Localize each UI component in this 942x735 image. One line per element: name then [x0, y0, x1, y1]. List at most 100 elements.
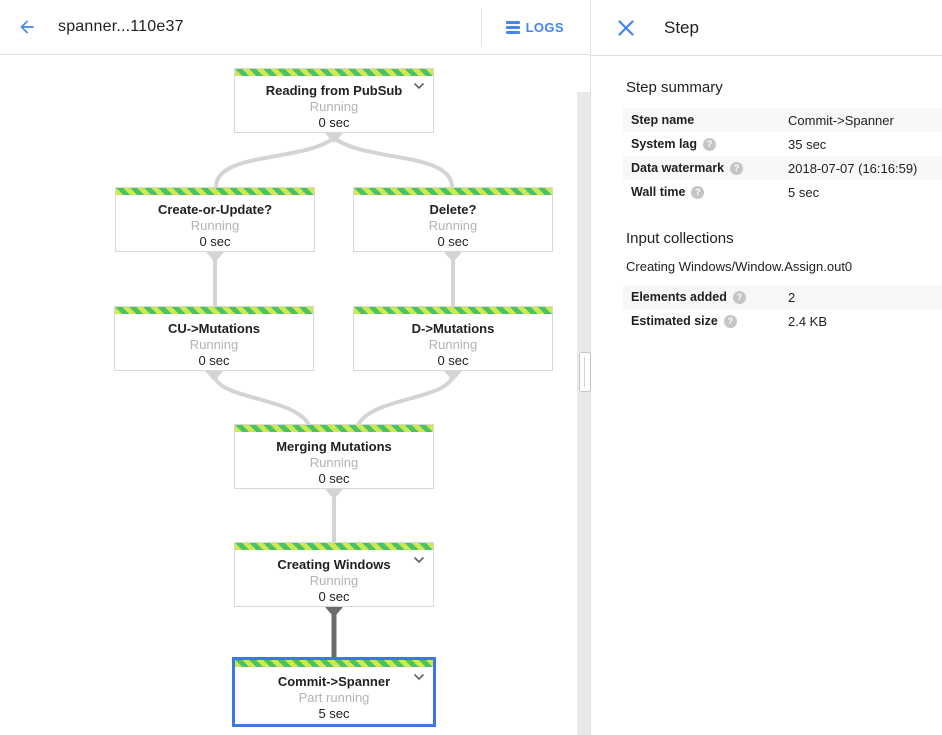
edge-cu-to-merging [212, 371, 311, 427]
chevron-down-icon[interactable] [413, 673, 425, 681]
node-time: 0 sec [318, 471, 350, 486]
topbar: spanner...110e37 LOGS [0, 0, 590, 55]
job-graph: Reading from PubSub Running 0 sec Create… [0, 56, 590, 735]
row-label-text: System lag [631, 137, 698, 151]
help-icon[interactable] [732, 290, 746, 304]
step-details-panel: Step Step summary Step name Commit->Span… [590, 0, 942, 735]
row-label-text: Estimated size [631, 314, 718, 328]
node-time: 0 sec [437, 234, 469, 249]
table-row: Step name Commit->Spanner [623, 108, 942, 132]
row-label-text: Elements added [631, 290, 727, 304]
node-status: Running [428, 218, 478, 233]
table-row: Data watermark 2018-07-07 (16:16:59) [623, 156, 942, 180]
chevron-down-icon[interactable] [413, 556, 425, 564]
arrowhead [444, 369, 462, 381]
node-title: Create-or-Update? [157, 202, 273, 217]
row-value: 2 [788, 289, 796, 305]
row-value: 2018-07-07 (16:16:59) [788, 160, 918, 176]
graph-node-d-mutations[interactable]: D->Mutations Running 0 sec [353, 306, 553, 371]
row-label-text: Wall time [631, 185, 686, 199]
graph-node-commit-spanner[interactable]: Commit->Spanner Part running 5 sec [232, 657, 436, 727]
chevron-down-icon[interactable] [413, 82, 425, 90]
node-time: 5 sec [318, 706, 350, 721]
row-value: 2.4 KB [788, 313, 828, 329]
logs-section: LOGS [480, 7, 590, 47]
logs-label: LOGS [525, 19, 564, 35]
logs-list-icon [505, 20, 520, 34]
graph-scrollbar[interactable] [577, 92, 590, 735]
node-title: Merging Mutations [276, 439, 392, 454]
row-value: 5 sec [788, 184, 820, 200]
collection-name: Creating Windows/Window.Assign.out0 [626, 259, 853, 274]
arrowhead [325, 131, 343, 143]
help-icon[interactable] [691, 185, 705, 199]
node-title: CU->Mutations [167, 321, 261, 336]
graph-edges [205, 131, 462, 662]
row-value: Commit->Spanner [788, 112, 894, 128]
node-status: Part running [298, 690, 370, 705]
help-icon[interactable] [703, 137, 717, 151]
back-button[interactable] [14, 14, 40, 40]
panel-title: Step [664, 17, 699, 37]
progress-stripe [235, 69, 433, 76]
step-summary-heading: Step summary [626, 79, 723, 96]
graph-node-merging-mutations[interactable]: Merging Mutations Running 0 sec [234, 424, 434, 489]
help-icon[interactable] [723, 314, 737, 328]
help-icon[interactable] [730, 161, 744, 175]
node-time: 0 sec [318, 589, 350, 604]
table-row: System lag 35 sec [623, 132, 942, 156]
progress-stripe [116, 188, 314, 195]
node-status: Running [309, 99, 359, 114]
arrowhead [205, 369, 223, 381]
node-status: Running [190, 218, 240, 233]
node-title: D->Mutations [411, 321, 495, 336]
node-title: Delete? [429, 202, 477, 217]
logs-button[interactable]: LOGS [505, 19, 564, 35]
node-time: 0 sec [437, 353, 469, 368]
back-arrow-icon [20, 20, 34, 34]
node-status: Running [309, 573, 359, 588]
progress-stripe [354, 307, 552, 314]
row-label: System lag [631, 137, 788, 151]
input-collections-heading: Input collections [626, 230, 734, 247]
arrowhead [444, 250, 462, 262]
row-label-text: Step name [631, 113, 695, 127]
close-button[interactable] [616, 18, 636, 38]
panel-header: Step [591, 0, 942, 56]
table-row: Estimated size 2.4 KB [623, 309, 942, 333]
graph-node-cu-mutations[interactable]: CU->Mutations Running 0 sec [114, 306, 314, 371]
node-title: Reading from PubSub [265, 83, 403, 98]
table-row: Elements added 2 [623, 285, 942, 309]
edge-reading-to-delete [332, 136, 454, 189]
row-label: Data watermark [631, 161, 788, 175]
progress-stripe [115, 307, 313, 314]
arrowhead-dark [325, 605, 343, 617]
row-label: Elements added [631, 290, 788, 304]
row-label: Estimated size [631, 314, 788, 328]
row-label-text: Data watermark [631, 161, 725, 175]
edge-reading-to-create [214, 136, 336, 189]
graph-node-create-or-update[interactable]: Create-or-Update? Running 0 sec [115, 187, 315, 252]
node-time: 0 sec [199, 234, 231, 249]
graph-node-delete[interactable]: Delete? Running 0 sec [353, 187, 553, 252]
row-label: Wall time [631, 185, 788, 199]
table-row: Wall time 5 sec [623, 180, 942, 204]
progress-stripe [354, 188, 552, 195]
arrowhead [206, 250, 224, 262]
progress-stripe [235, 660, 433, 667]
node-time: 0 sec [318, 115, 350, 130]
progress-stripe [235, 425, 433, 432]
close-icon [618, 19, 634, 36]
progress-stripe [235, 543, 433, 550]
node-status: Running [189, 337, 239, 352]
graph-node-creating-windows[interactable]: Creating Windows Running 0 sec [234, 542, 434, 607]
job-title: spanner...110e37 [58, 18, 184, 35]
graph-node-reading-from-pubsub[interactable]: Reading from PubSub Running 0 sec [234, 68, 434, 133]
panel-resize-handle[interactable] [579, 352, 591, 392]
node-status: Running [428, 337, 478, 352]
node-status: Running [309, 455, 359, 470]
node-title: Commit->Spanner [277, 674, 391, 689]
row-label: Step name [631, 113, 788, 127]
edge-d-to-merging [356, 371, 455, 427]
node-time: 0 sec [198, 353, 230, 368]
